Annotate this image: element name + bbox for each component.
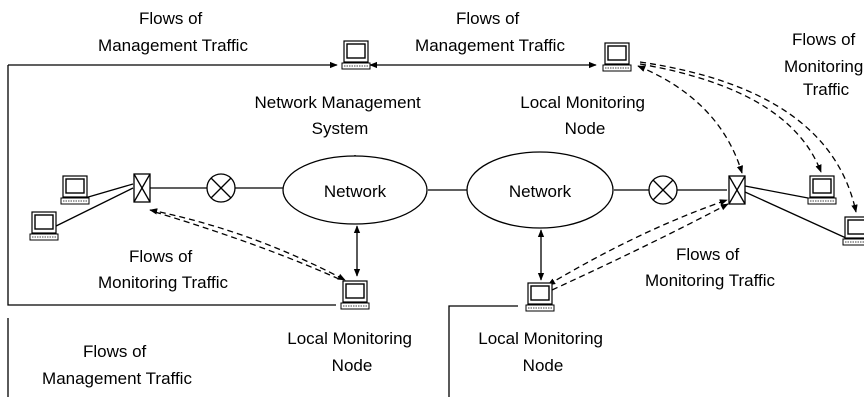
link-pc2-switch xyxy=(49,187,134,230)
label-lmn-bottom-right: Local Monitoring Node xyxy=(478,329,607,375)
label-mgmt-top-left: Flows of Management Traffic xyxy=(98,9,248,55)
computer-icon xyxy=(842,216,864,246)
switch-icon xyxy=(728,175,746,205)
connections xyxy=(7,61,858,397)
switch-icon xyxy=(133,173,151,203)
label-lmn-bottom-left: Local Monitoring Node xyxy=(287,329,416,375)
label-nms: Network Management System xyxy=(254,93,425,138)
router-icon xyxy=(206,173,236,203)
mgmt-link-left-loop xyxy=(7,65,336,306)
link-switch-pc4 xyxy=(744,191,847,239)
dashed-monitor-left-2 xyxy=(154,211,351,285)
dashed-monitor-right-2 xyxy=(551,203,729,291)
label-monitor-right: Flows of Monitoring Traffic xyxy=(645,245,776,290)
label-lmn-top: Local Monitoring Node xyxy=(520,93,649,138)
router-icon xyxy=(648,175,678,205)
label-mgmt-bottom-left: Flows of Management Traffic xyxy=(42,342,192,388)
dashed-monitor-left-1 xyxy=(149,208,346,281)
computer-icon xyxy=(807,175,837,205)
network-right-label: Network xyxy=(509,182,572,201)
link-switch-pc3 xyxy=(744,185,809,199)
computer-icon xyxy=(341,40,371,70)
computer-icon xyxy=(602,42,632,72)
computer-icon xyxy=(525,282,555,312)
network-left-label: Network xyxy=(324,182,387,201)
computer-icon xyxy=(340,280,370,310)
network-right: Network xyxy=(466,151,614,229)
label-monitor-top-right: Flows of Monitoring Traffic xyxy=(784,30,864,99)
network-left: Network xyxy=(282,155,428,225)
mgmt-link-bottom-right xyxy=(448,305,518,397)
computer-icon xyxy=(60,175,90,205)
label-monitor-left: Flows of Monitoring Traffic xyxy=(98,247,229,292)
label-mgmt-top-center: Flows of Management Traffic xyxy=(415,9,565,55)
computer-icon xyxy=(29,211,59,241)
dashed-monitor-top-switch xyxy=(637,65,743,174)
dashed-monitor-right-1 xyxy=(547,199,728,286)
